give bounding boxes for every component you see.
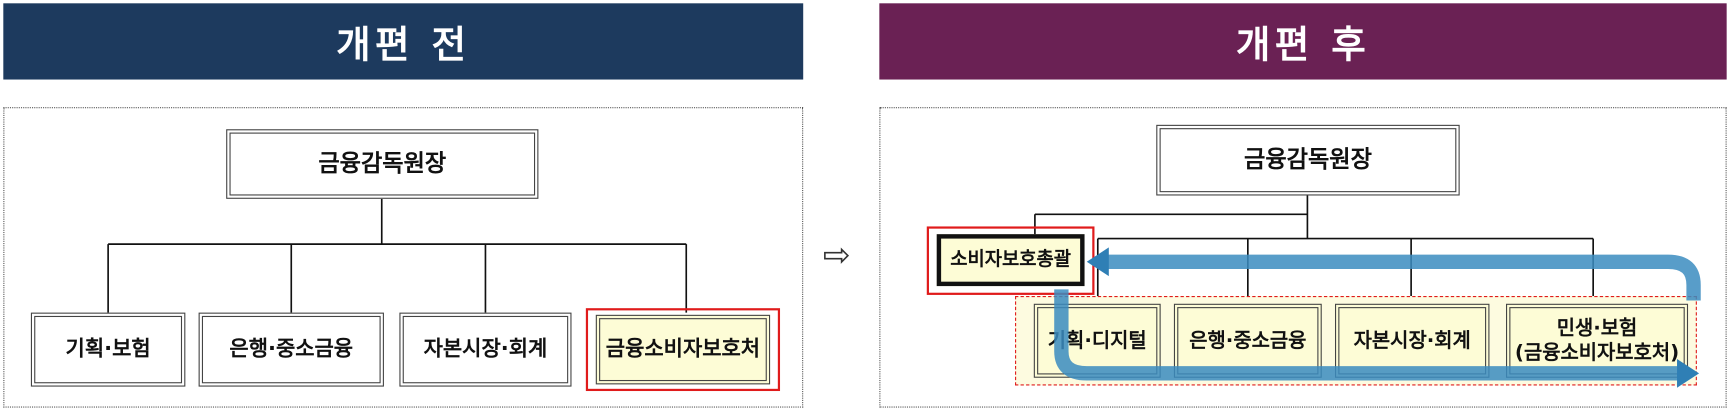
before-consumer-unit-box: 금융소비자보호처 [595, 314, 771, 385]
before-unit-box: 기획·보험 [30, 312, 186, 387]
after-header: 개편 후 [879, 3, 1727, 80]
before-trunk-line [107, 198, 688, 313]
after-unit-box: 민생·보험 (금융소비자보호처) [1506, 303, 1689, 378]
consumer-protection-box: 소비자보호총괄 [936, 234, 1085, 287]
before-top-box: 금융감독원장 [226, 129, 539, 199]
after-unit-box: 은행·중소금융 [1173, 303, 1322, 378]
before-unit-box: 자본시장·회계 [399, 312, 572, 387]
after-unit-box: 자본시장·회계 [1334, 303, 1490, 378]
after-trunk-line [1034, 195, 1594, 304]
after-panel [879, 107, 1727, 408]
highlight-frame [585, 308, 781, 392]
after-top-box: 금융감독원장 [1156, 124, 1460, 196]
right-arrow-icon: ⇨ [823, 236, 851, 276]
before-unit-box: 은행·중소금융 [198, 312, 384, 387]
unit-label: 민생·보험 [1556, 316, 1638, 341]
before-header: 개편 전 [3, 3, 804, 80]
before-panel [3, 107, 804, 408]
after-unit-box: 기획·디지털 [1033, 303, 1161, 378]
unit-label: (금융소비자보호처) [1514, 340, 1680, 364]
